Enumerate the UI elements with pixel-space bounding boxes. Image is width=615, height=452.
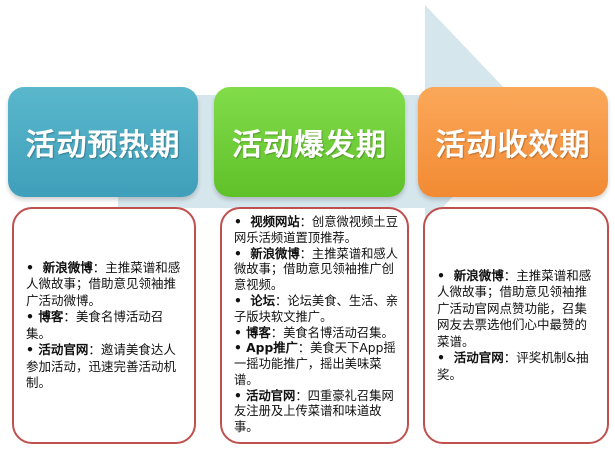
item-key: 视频网站: [250, 214, 300, 229]
item-text: ：四重豪礼召集网友注册及上传菜谱和味道故事。: [234, 388, 394, 435]
list-item: • 论坛：论坛美食、生活、亲子版块软文推广。: [234, 293, 399, 324]
phase-1-header: 活动预热期: [8, 87, 198, 197]
phase-3-title: 活动收效期: [435, 128, 591, 163]
item-key: 活动官网: [246, 388, 296, 403]
list-item: • 活动官网：评奖机制&抽奖。: [437, 350, 589, 382]
list-item: • 博客：美食名博活动召集。: [234, 325, 394, 340]
list-item: • 新浪微博：主推菜谱和感人微故事；借助意见领袖推广活动微博。: [26, 259, 181, 308]
list-item: • 新浪微博：主推菜谱和感人微故事；借助意见领袖推广创意视频。: [234, 246, 399, 293]
item-text: ：美食名博活动召集。: [26, 309, 164, 341]
item-text: ：邀请美食达人参加活动，迅速完善活动机制。: [26, 342, 177, 390]
item-text: ：主推菜谱和感人微故事；借助意见领袖推广创意视频。: [234, 246, 399, 293]
item-text: ：论坛美食、生活、亲子版块软文推广。: [234, 293, 399, 324]
item-text: ：美食名博活动召集。: [270, 325, 394, 340]
phase-2-header: 活动爆发期: [214, 87, 405, 197]
list-item: • 新浪微博：主推菜谱和感人微故事；借助意见领袖推广活动官网点赞功能，召集网友去…: [437, 267, 592, 349]
item-key: 新浪微博: [42, 259, 93, 275]
item-text: ：创意微视频土豆网乐活频道置顶推荐。: [234, 214, 399, 245]
item-text: ：主推菜谱和感人微故事；借助意见领袖推广活动微博。: [26, 259, 181, 308]
phase-1-title: 活动预热期: [25, 128, 181, 163]
phase-1-details: • 新浪微博：主推菜谱和感人微故事；借助意见领袖推广活动微博。 • 博客：美食名…: [12, 207, 196, 444]
phase-2-title: 活动爆发期: [232, 128, 387, 163]
list-item: • 活动官网：邀请美食达人参加活动，迅速完善活动机制。: [26, 342, 177, 390]
phase-3-header: 活动收效期: [418, 87, 608, 197]
item-text: ：主推菜谱和感人微故事；借助意见领袖推广活动官网点赞功能，召集网友去票选他们心中…: [437, 267, 592, 349]
item-key: 活动官网: [453, 350, 504, 366]
item-text: ：美食天下App摇一摇功能推广，摇出美味菜谱。: [234, 341, 396, 387]
list-item: • 活动官网：四重豪礼召集网友注册及上传菜谱和味道故事。: [234, 388, 394, 435]
item-key: 活动官网: [38, 342, 89, 357]
list-item: • 视频网站：创意微视频土豆网乐活频道置顶推荐。: [234, 214, 399, 245]
phase-2-details: • 视频网站：创意微视频土豆网乐活频道置顶推荐。 • 新浪微博：主推菜谱和感人微…: [220, 207, 409, 444]
phase-3-details: • 新浪微博：主推菜谱和感人微故事；借助意见领袖推广活动官网点赞功能，召集网友去…: [423, 207, 609, 444]
list-item: • App推广：美食天下App摇一摇功能推广，摇出美味菜谱。: [234, 341, 396, 387]
item-key: 新浪微博: [453, 267, 504, 283]
item-key: App推广: [246, 341, 298, 356]
item-text: ：评奖机制&抽奖。: [437, 350, 589, 382]
item-key: 博客: [38, 309, 64, 324]
list-item: • 博客：美食名博活动召集。: [26, 309, 164, 341]
item-key: 论坛: [250, 293, 276, 308]
item-key: 新浪微博: [250, 246, 300, 261]
item-key: 博客: [246, 325, 271, 340]
